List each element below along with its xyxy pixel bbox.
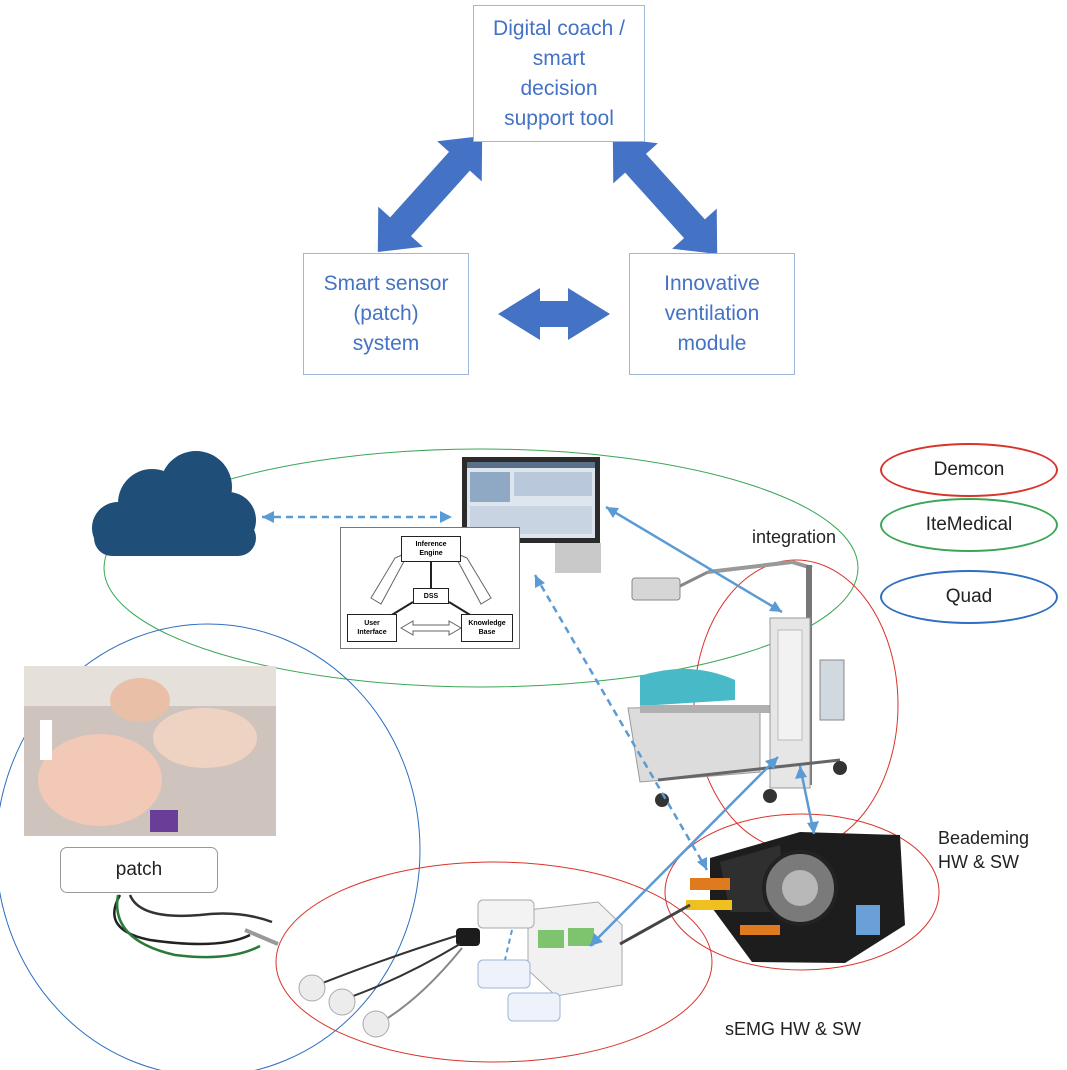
smart-sensor-label: Smart sensor (patch) system (323, 272, 449, 355)
smart-sensor-box: Smart sensor (patch) system (303, 253, 469, 375)
cloud-icon (92, 451, 256, 556)
dss-schematic-lines (370, 550, 492, 636)
beademing-group-ellipse (664, 813, 940, 971)
user-interface-node: User Interface (347, 614, 397, 642)
patch-group-ellipse (0, 623, 421, 1070)
coach-sensor-arrow (377, 136, 483, 252)
ventilation-module-box: Innovative ventilation module (629, 253, 795, 375)
knowledge-base-node: Knowledge Base (461, 614, 513, 642)
integration-label: integration (752, 527, 837, 547)
ventilator-hub-link (589, 756, 779, 947)
computer-monitor-icon (462, 457, 601, 573)
infant-patch-photo (24, 666, 276, 836)
dss-semg-link (533, 574, 709, 871)
patch-label-box: patch (60, 847, 218, 893)
legend-itemedical: IteMedical (880, 498, 1058, 552)
semg-hardware-image (298, 899, 691, 1038)
semg-group-ellipse (275, 861, 713, 1063)
coach-ventilation-arrow (612, 138, 718, 254)
legend-demcon-label: Demcon (933, 459, 1005, 480)
ventilation-module-label: Innovative ventilation module (664, 272, 760, 355)
legend-demcon: Demcon (880, 443, 1058, 497)
digital-coach-label: Digital coach / smart decision support t… (493, 16, 625, 130)
projector-icon (631, 560, 813, 601)
dss-schematic-panel: Inference Engine DSS User Interface Know… (340, 527, 520, 649)
inference-engine-node: Inference Engine (401, 536, 461, 562)
sensor-ventilation-arrow (498, 288, 610, 340)
legend-quad-label: Quad (945, 586, 993, 607)
beademing-label: Beademing HW & SW (938, 828, 1030, 872)
ventilation-hardware-image (686, 832, 905, 963)
legend-itemedical-label: IteMedical (925, 514, 1013, 535)
digital-coach-box: Digital coach / smart decision support t… (473, 5, 645, 142)
ventilator-bed-image (627, 565, 847, 807)
legend-quad: Quad (880, 570, 1058, 624)
dss-center-node: DSS (413, 588, 449, 604)
patch-cables-image (113, 894, 279, 959)
monitor-ventilator-link (605, 505, 783, 614)
itemedical-group-ellipse (103, 448, 859, 688)
semg-label: sEMG HW & SW (725, 1019, 861, 1039)
patch-label: patch (115, 859, 163, 880)
